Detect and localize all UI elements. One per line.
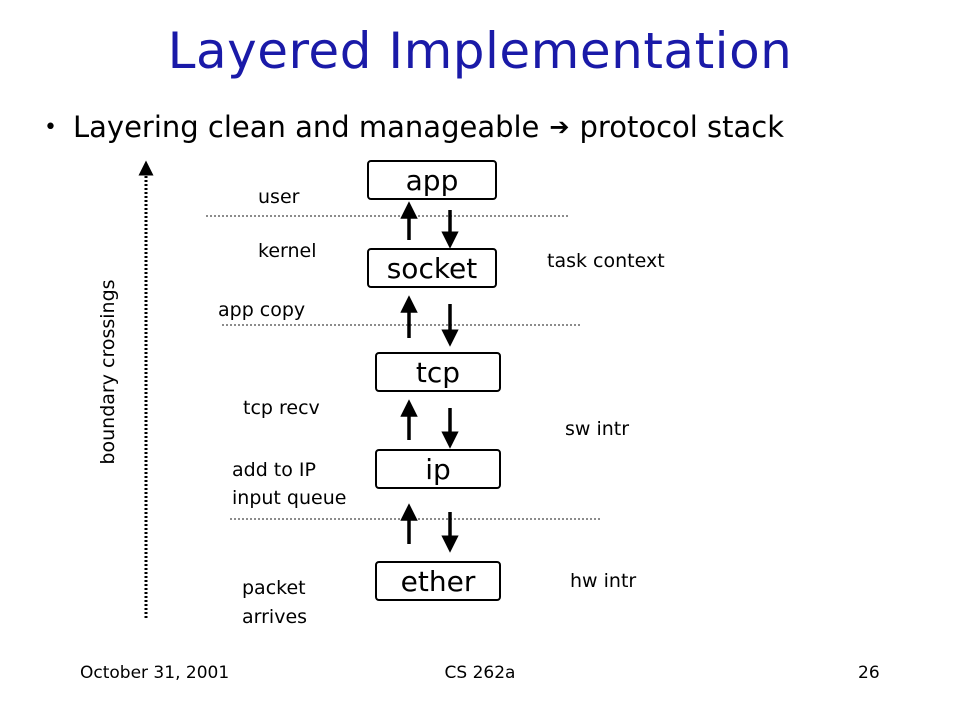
layer-ip: ip <box>375 449 501 489</box>
label-input-queue: input queue <box>232 487 347 509</box>
right-arrow-icon: ➔ <box>549 113 570 141</box>
label-kernel: kernel <box>258 240 317 262</box>
label-sw-intr: sw intr <box>565 418 630 440</box>
label-user: user <box>258 186 300 208</box>
footer-page-number: 26 <box>858 663 880 683</box>
bullet-text-after: protocol stack <box>579 110 785 144</box>
label-arrives: arrives <box>242 606 308 628</box>
label-packet: packet <box>242 577 306 599</box>
footer-course: CS 262a <box>444 663 516 683</box>
label-task-context: task context <box>547 250 665 272</box>
layer-ether: ether <box>375 561 501 601</box>
bullet-point: • Layering clean and manageable ➔ protoc… <box>44 110 784 144</box>
layer-tcp: tcp <box>375 352 501 392</box>
layer-socket: socket <box>367 248 497 288</box>
label-boundary-crossings: boundary crossings <box>97 279 119 465</box>
label-app-copy: app copy <box>218 299 306 321</box>
label-add-to-ip: add to IP <box>232 459 316 481</box>
label-tcp-recv: tcp recv <box>243 397 320 419</box>
footer-date: October 31, 2001 <box>80 663 230 683</box>
label-hw-intr: hw intr <box>570 570 637 592</box>
layer-app: app <box>367 160 497 200</box>
slide-title: Layered Implementation <box>167 22 793 80</box>
bullet-dot-icon: • <box>44 114 57 140</box>
bullet-text-before: Layering clean and manageable <box>72 110 540 144</box>
